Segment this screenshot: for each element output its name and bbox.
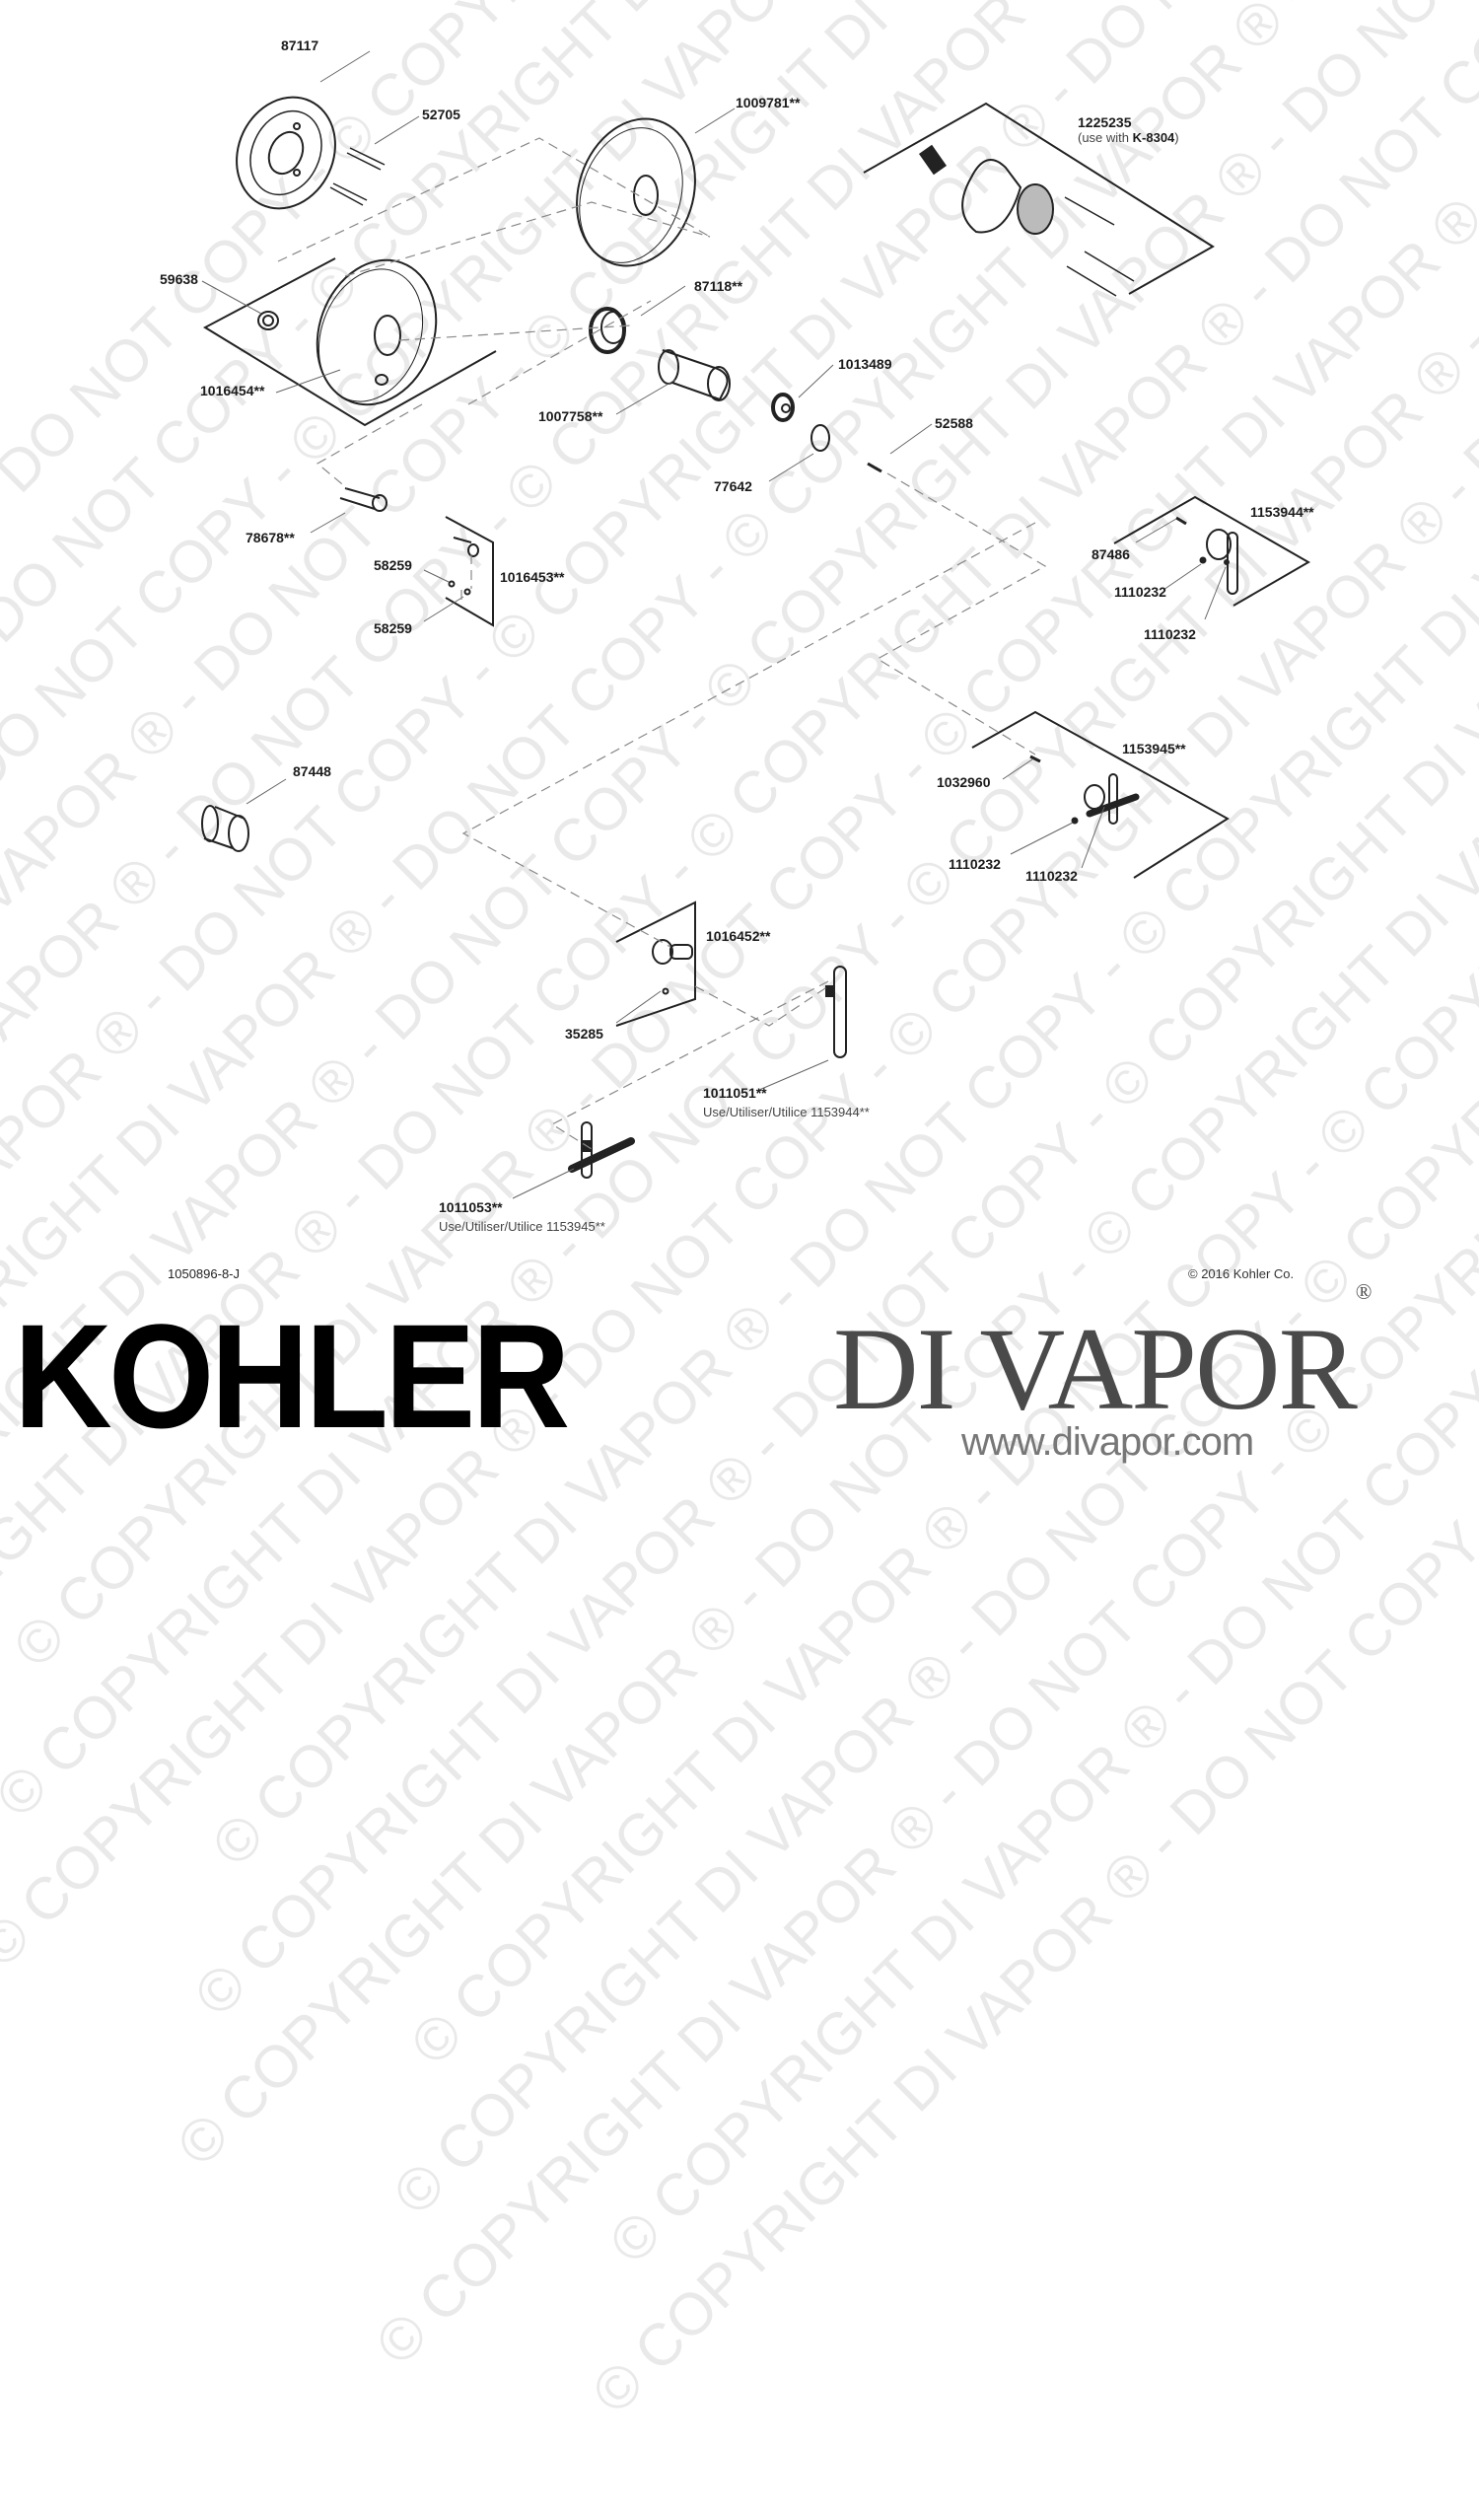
part-label-87486: 87486: [1092, 546, 1130, 562]
part-label-58259-bottom: 58259: [374, 620, 412, 636]
part-label-1110232-d: 1110232: [1025, 868, 1078, 884]
part-label-52588: 52588: [935, 415, 973, 431]
part-label-1153945: 1153945**: [1122, 741, 1186, 756]
part-label-1013489: 1013489: [838, 356, 892, 372]
kohler-logo: KOHLER: [14, 1293, 570, 1459]
part-label-1009781: 1009781**: [736, 95, 801, 110]
assembly-dashed-lines: [277, 137, 1047, 1150]
escutcheon-87117-icon: [236, 96, 336, 210]
part-1016452-icon: [615, 900, 696, 1027]
screw-52588-icon: [867, 462, 882, 473]
part-label-1011053: 1011053**: [439, 1199, 503, 1215]
sleeve-87448-icon: [201, 805, 249, 852]
leader-lines: [201, 50, 1227, 1199]
part-label-77642: 77642: [714, 478, 752, 494]
divapor-logo: DI VAPOR®: [833, 1279, 1373, 1434]
exploded-parts-diagram: [201, 50, 1311, 1199]
part-label-1032960: 1032960: [937, 774, 991, 790]
part-label-1016454: 1016454**: [200, 383, 265, 398]
document-id: 1050896-8-J: [168, 1266, 240, 1281]
lever-1011051-icon: [825, 966, 847, 1058]
copyright-notice: © 2016 Kohler Co.: [1188, 1266, 1295, 1281]
part-1013489-icon: [771, 393, 795, 422]
part-label-1110232-b: 1110232: [1144, 626, 1196, 642]
part-label-52705: 52705: [422, 107, 460, 122]
screws-52705-icon: [329, 147, 386, 206]
mounting-bracket-1225235-icon: [863, 102, 1215, 297]
sleeve-1007758-icon: [658, 349, 731, 401]
part-label-1225235: 1225235: [1078, 114, 1132, 130]
part-label-1110232-c: 1110232: [949, 856, 1001, 872]
part-label-1007758: 1007758**: [538, 408, 603, 424]
part-1016453-icon: [445, 516, 494, 627]
part-label-1016453: 1016453**: [500, 569, 565, 585]
part-label-1011051: 1011051**: [703, 1085, 767, 1101]
cross-handle-1153945-icon: [971, 710, 1230, 879]
part-label-59638: 59638: [160, 271, 198, 287]
part-label-87448: 87448: [293, 763, 331, 779]
backplate-1016454-icon: [202, 257, 497, 427]
part-label-58259-top: 58259: [374, 557, 412, 573]
part-note-1225235: (use with K-8304): [1078, 130, 1179, 145]
part-label-1153944: 1153944**: [1250, 504, 1314, 520]
part-note-1011053: Use/Utiliser/Utilice 1153945**: [439, 1219, 605, 1234]
sleeve-78678-icon: [339, 487, 387, 512]
cross-1011053-icon: [568, 1121, 635, 1179]
part-note-1011051: Use/Utiliser/Utilice 1153944**: [703, 1105, 870, 1119]
part-label-35285: 35285: [565, 1026, 603, 1042]
part-label-78678: 78678**: [246, 530, 295, 545]
part-label-1016452: 1016452**: [706, 928, 771, 944]
part-label-87118: 87118**: [694, 278, 743, 294]
ring-87118-icon: [589, 307, 626, 354]
divapor-url: www.divapor.com: [961, 1420, 1254, 1464]
lever-handle-1153944-icon: [1113, 495, 1311, 607]
o-ring-77642-icon: [810, 424, 830, 452]
part-label-1110232-a: 1110232: [1114, 584, 1166, 600]
trim-plate-1009781-icon: [576, 117, 696, 267]
part-label-87117: 87117: [281, 37, 319, 53]
